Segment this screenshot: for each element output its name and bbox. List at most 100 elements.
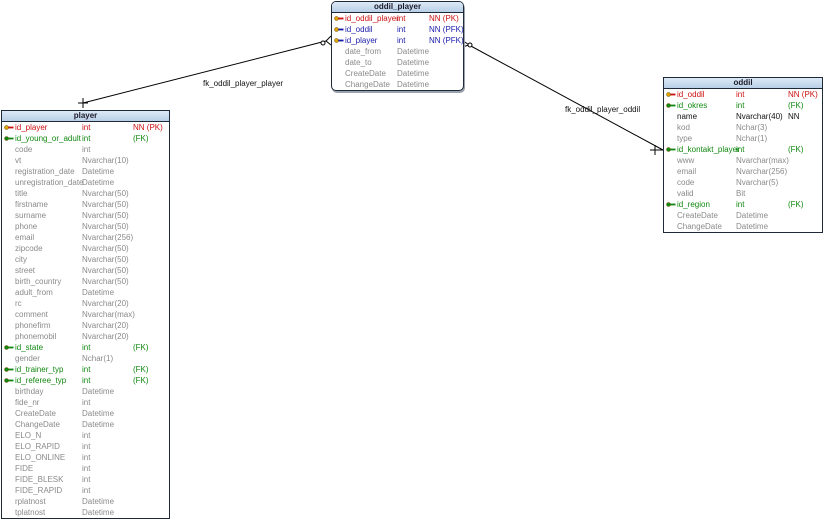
column-type: Datetime (397, 80, 430, 89)
column-name: FIDE (15, 464, 34, 473)
column-name: CreateDate (345, 69, 386, 78)
column-type: Nvarchar(20) (82, 332, 129, 341)
column-name: date_from (345, 47, 382, 56)
column-type: Datetime (736, 211, 769, 220)
column-row[interactable]: street Nvarchar(50) (2, 265, 169, 276)
crow-foot-prong (325, 35, 332, 42)
foreign-key-icon (666, 199, 676, 207)
column-type: Nchar(3) (736, 123, 768, 132)
column-type: Nvarchar(50) (82, 200, 129, 209)
column-name: name (677, 112, 698, 121)
column-type: Datetime (82, 497, 115, 506)
column-name: vt (15, 156, 22, 165)
column-name: id_trainer_typ (15, 365, 64, 374)
column-name: zipcode (15, 244, 43, 253)
column-constraint: (FK) (133, 365, 149, 374)
column-row[interactable]: vt Nvarchar(10) (2, 155, 169, 166)
column-type: Nvarchar(50) (82, 189, 129, 198)
column-type: Datetime (82, 178, 115, 187)
column-constraint: NN (PK) (429, 14, 459, 23)
column-name: ChangeDate (15, 420, 60, 429)
column-name: id_oddil (345, 25, 373, 34)
column-type: Nvarchar(50) (82, 266, 129, 275)
relationship-label-oddil[interactable]: fk_oddil_player_oddil (565, 105, 641, 114)
column-type: Nvarchar(256) (82, 233, 134, 242)
column-name: CreateDate (15, 409, 56, 418)
column-name: street (15, 266, 36, 275)
column-name: phonefirm (15, 321, 51, 330)
column-type: int (397, 25, 406, 34)
column-type: int (397, 36, 406, 45)
column-type: int (397, 14, 406, 23)
column-name: gender (15, 354, 40, 363)
column-constraint: NN (PFK) (429, 36, 464, 45)
column-type: int (82, 145, 91, 154)
column-name: birth_country (15, 277, 62, 286)
relationship-label-player[interactable]: fk_oddil_player_player (203, 79, 284, 88)
column-type: Datetime (82, 288, 115, 297)
column-type: Nvarchar(max) (82, 310, 135, 319)
column-type: Datetime (82, 387, 115, 396)
column-type: Nvarchar(10) (82, 156, 129, 165)
column-type: int (82, 475, 91, 484)
